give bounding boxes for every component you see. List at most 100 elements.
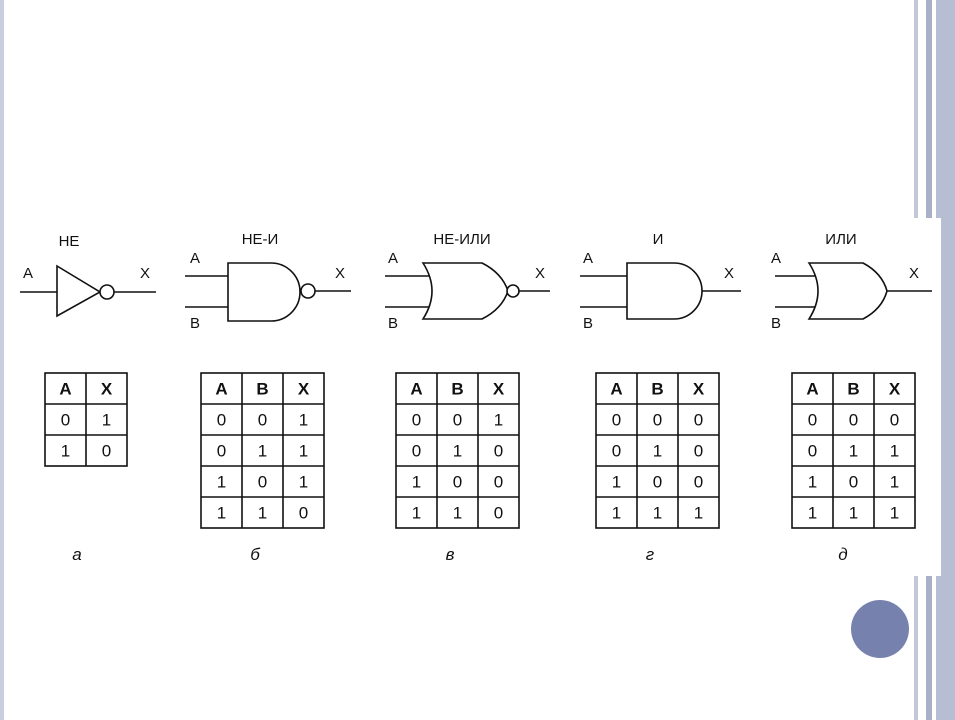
table-cell: 0 (653, 473, 662, 492)
gate-name: И (653, 231, 664, 248)
nor-gate-symbol (385, 262, 550, 320)
and-body (227, 262, 301, 322)
table-cell: 1 (808, 473, 817, 492)
table-cell: 1 (808, 504, 817, 523)
table-cell: 1 (299, 411, 308, 430)
logic-gates-figure: НЕ A X НЕ-И A B X НЕ-ИЛИ A B X И A B X И… (5, 218, 941, 576)
input-label-b: B (583, 315, 593, 332)
gate-name: ИЛИ (825, 231, 856, 248)
table-cell: 1 (694, 504, 703, 523)
and-body (626, 262, 703, 320)
truth-tables: A X 0 1 1 0 A B X 0 0 1 0 1 1 1 0 1 1 1 0 A B X 0 0 1 0 1 0 1 0 0 1 1 0 A B X 0… (44, 372, 916, 529)
table-cell: 1 (258, 504, 267, 523)
table-cell: 1 (890, 504, 899, 523)
table-cell: 0 (694, 442, 703, 461)
table-header-cell: X (101, 380, 113, 399)
table-cell: 1 (849, 442, 858, 461)
inversion-bubble (506, 284, 520, 298)
input-label-a: A (771, 250, 781, 267)
not-triangle (56, 264, 102, 318)
table-header-cell: B (256, 380, 268, 399)
or-body (421, 262, 509, 320)
input-label-a: A (23, 265, 33, 282)
table-border (791, 372, 916, 529)
table-border (595, 372, 720, 529)
not-gate-symbol (20, 264, 156, 318)
table-cell: 1 (890, 473, 899, 492)
output-label-x: X (335, 265, 345, 282)
output-label-x: X (140, 265, 150, 282)
inversion-bubble (300, 283, 316, 299)
table-cell: 1 (412, 473, 421, 492)
table-header-cell: A (610, 380, 622, 399)
input-label-b: B (388, 315, 398, 332)
input-label-a: A (388, 250, 398, 267)
table-cell: 0 (694, 473, 703, 492)
table-cell: 1 (102, 411, 111, 430)
figure-caption: а (72, 545, 81, 564)
table-cell: 0 (453, 473, 462, 492)
table-cell: 0 (612, 442, 621, 461)
table-cell: 1 (494, 411, 503, 430)
table-cell: 1 (299, 473, 308, 492)
table-header-cell: A (806, 380, 818, 399)
gate-name: НЕ-ИЛИ (433, 231, 490, 248)
table-header-cell: X (693, 380, 705, 399)
figure-caption: д (838, 545, 847, 564)
table-header-cell: B (651, 380, 663, 399)
table-cell: 0 (808, 411, 817, 430)
table-cell: 0 (653, 411, 662, 430)
table-border (200, 372, 325, 529)
gate-name: НЕ-И (242, 231, 279, 248)
truth-table: A B X 0 0 0 0 1 0 1 0 0 1 1 1 (595, 372, 720, 529)
table-cell: 0 (612, 411, 621, 430)
figure-caption: б (250, 545, 261, 564)
table-header-cell: B (451, 380, 463, 399)
table-cell: 1 (217, 504, 226, 523)
output-label-x: X (724, 265, 734, 282)
table-cell: 0 (258, 473, 267, 492)
table-cell: 0 (849, 473, 858, 492)
input-label-a: A (190, 250, 200, 267)
table-cell: 1 (258, 442, 267, 461)
output-label-x: X (535, 265, 545, 282)
table-header-cell: X (493, 380, 505, 399)
table-cell: 1 (890, 442, 899, 461)
table-cell: 0 (694, 411, 703, 430)
accent-circle (851, 600, 909, 658)
table-header-cell: B (847, 380, 859, 399)
table-cell: 1 (453, 442, 462, 461)
nand-gate-symbol (185, 262, 351, 322)
table-cell: 0 (849, 411, 858, 430)
table-cell: 0 (494, 473, 503, 492)
table-header-cell: X (889, 380, 901, 399)
table-cell: 0 (217, 442, 226, 461)
table-cell: 0 (217, 411, 226, 430)
table-cell: 1 (217, 473, 226, 492)
figure-caption: г (646, 545, 654, 564)
input-label-a: A (583, 250, 593, 267)
gate-name: НЕ (59, 233, 80, 250)
table-cell: 1 (61, 442, 70, 461)
table-cell: 1 (299, 442, 308, 461)
table-header-cell: A (215, 380, 227, 399)
table-cell: 0 (299, 504, 308, 523)
input-label-b: B (771, 315, 781, 332)
table-cell: 1 (612, 473, 621, 492)
inversion-bubble (99, 284, 115, 300)
table-header-cell: A (410, 380, 422, 399)
table-cell: 1 (412, 504, 421, 523)
table-cell: 1 (653, 504, 662, 523)
output-label-x: X (909, 265, 919, 282)
table-cell: 0 (890, 411, 899, 430)
table-cell: 0 (61, 411, 70, 430)
table-cell: 1 (612, 504, 621, 523)
table-cell: 1 (653, 442, 662, 461)
table-cell: 0 (258, 411, 267, 430)
table-cell: 0 (453, 411, 462, 430)
table-cell: 0 (412, 411, 421, 430)
or-gate-symbol (775, 262, 932, 320)
